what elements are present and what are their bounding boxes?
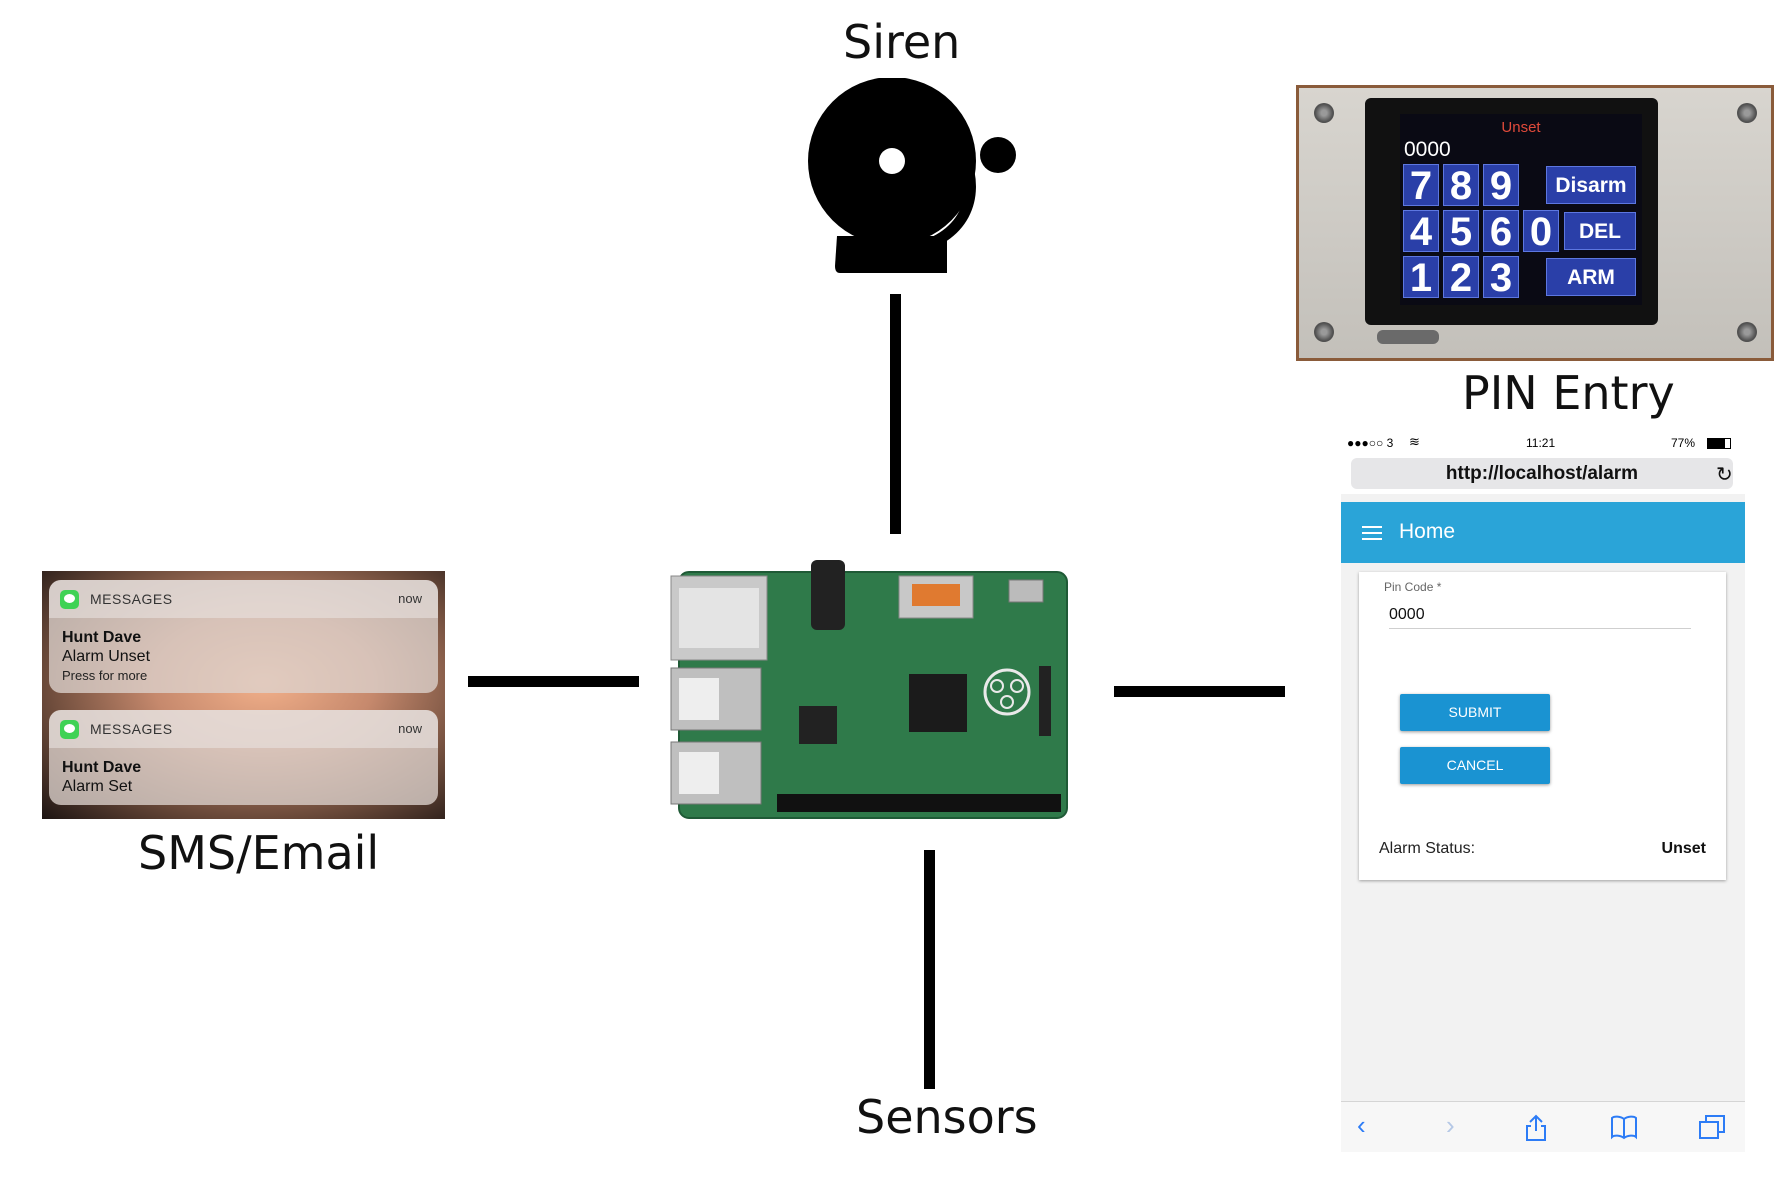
pin-connector bbox=[1114, 686, 1285, 697]
key-5[interactable]: 5 bbox=[1443, 210, 1479, 253]
siren-connector bbox=[890, 294, 901, 534]
del-key[interactable]: DEL bbox=[1564, 212, 1636, 250]
screw bbox=[1737, 103, 1757, 123]
key-0[interactable]: 0 bbox=[1523, 210, 1559, 253]
key-6[interactable]: 6 bbox=[1483, 210, 1519, 253]
arm-key[interactable]: ARM bbox=[1546, 258, 1636, 296]
disarm-key[interactable]: Disarm bbox=[1546, 166, 1636, 204]
lcd-screen: Unset 0000 7 8 9 Disarm 4 5 6 0 DEL 1 2 … bbox=[1400, 114, 1642, 305]
share-icon[interactable] bbox=[1524, 1114, 1548, 1142]
tabs-icon[interactable] bbox=[1698, 1114, 1726, 1140]
key-4[interactable]: 4 bbox=[1403, 210, 1439, 253]
lcd-status: Unset bbox=[1501, 119, 1541, 136]
pin-entry-device: Unset 0000 7 8 9 Disarm 4 5 6 0 DEL 1 2 … bbox=[1296, 85, 1774, 361]
notification-time: now bbox=[398, 721, 422, 736]
key-1[interactable]: 1 bbox=[1403, 256, 1439, 299]
wifi-icon: ≋ bbox=[1409, 434, 1420, 449]
bell-icon bbox=[808, 78, 1016, 273]
url-bar[interactable]: http://localhost/alarm bbox=[1351, 458, 1733, 489]
sms-email-label: SMS/Email bbox=[138, 826, 380, 880]
sms-connector bbox=[468, 676, 639, 687]
pin-code-label: Pin Code * bbox=[1384, 580, 1442, 594]
app-bar: Home bbox=[1341, 502, 1745, 563]
siren-label: Siren bbox=[843, 15, 961, 69]
notification-header: MESSAGES now bbox=[49, 710, 438, 748]
status-bar: ●●●○○ 3 ≋ 11:21 77% bbox=[1341, 432, 1745, 454]
cancel-button[interactable]: CANCEL bbox=[1400, 747, 1550, 784]
messages-icon bbox=[60, 590, 79, 609]
pin-entry-label: PIN Entry bbox=[1462, 366, 1675, 420]
screw bbox=[1314, 103, 1334, 123]
screw bbox=[1314, 322, 1334, 342]
app-title: Home bbox=[1399, 520, 1456, 543]
notification-sender: Hunt Dave bbox=[62, 629, 142, 646]
carrier: ●●●○○ 3 bbox=[1347, 436, 1394, 450]
sensors-connector bbox=[924, 850, 935, 1089]
notification-message: Alarm Set bbox=[62, 778, 133, 795]
notification-time: now bbox=[398, 591, 422, 606]
notification-card[interactable]: MESSAGES now Hunt Dave Alarm Set bbox=[49, 710, 438, 805]
key-9[interactable]: 9 bbox=[1483, 164, 1519, 207]
menu-icon[interactable] bbox=[1362, 526, 1382, 541]
battery-percent: 77% bbox=[1671, 436, 1696, 450]
browser-toolbar: ‹ › bbox=[1341, 1101, 1745, 1152]
alarm-status-value: Unset bbox=[1661, 840, 1706, 857]
notifications-panel: MESSAGES now Hunt Dave Alarm Unset Press… bbox=[42, 571, 445, 819]
lcd-pin: 0000 bbox=[1404, 138, 1451, 161]
screw bbox=[1737, 322, 1757, 342]
lcd-bezel: Unset 0000 7 8 9 Disarm 4 5 6 0 DEL 1 2 … bbox=[1365, 98, 1658, 325]
reload-icon[interactable]: ↻ bbox=[1716, 464, 1733, 486]
raspberry-pi-board bbox=[670, 560, 1068, 819]
forward-icon[interactable]: › bbox=[1446, 1110, 1455, 1140]
sensors-label: Sensors bbox=[856, 1090, 1038, 1144]
notification-app: MESSAGES bbox=[90, 721, 173, 737]
back-icon[interactable]: ‹ bbox=[1357, 1110, 1366, 1140]
key-7[interactable]: 7 bbox=[1403, 164, 1439, 207]
notification-message: Alarm Unset bbox=[62, 648, 151, 665]
notification-header: MESSAGES now bbox=[49, 580, 438, 618]
messages-icon bbox=[60, 720, 79, 739]
battery-icon bbox=[1707, 438, 1731, 449]
key-8[interactable]: 8 bbox=[1443, 164, 1479, 207]
key-2[interactable]: 2 bbox=[1443, 256, 1479, 299]
notification-app: MESSAGES bbox=[90, 591, 173, 607]
pin-code-input[interactable]: 0000 bbox=[1389, 600, 1691, 629]
bookmarks-icon[interactable] bbox=[1610, 1114, 1638, 1140]
alarm-status-label: Alarm Status: bbox=[1379, 840, 1476, 857]
ribbon-connector bbox=[1377, 330, 1439, 344]
notification-card[interactable]: MESSAGES now Hunt Dave Alarm Unset Press… bbox=[49, 580, 438, 693]
phone-screen: ●●●○○ 3 ≋ 11:21 77% http://localhost/ala… bbox=[1341, 432, 1745, 1152]
notification-sender: Hunt Dave bbox=[62, 759, 142, 776]
submit-button[interactable]: SUBMIT bbox=[1400, 694, 1550, 731]
notification-more: Press for more bbox=[62, 668, 148, 683]
key-3[interactable]: 3 bbox=[1483, 256, 1519, 299]
alarm-form-card: Pin Code * 0000 SUBMIT CANCEL Alarm Stat… bbox=[1359, 572, 1726, 880]
clock: 11:21 bbox=[1526, 436, 1556, 450]
